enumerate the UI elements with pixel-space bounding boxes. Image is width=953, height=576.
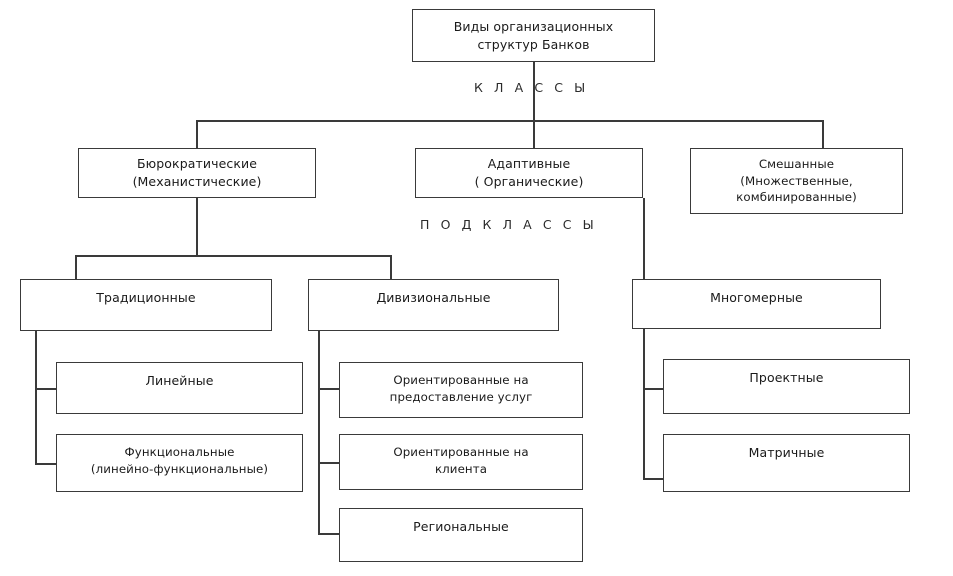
node-functional-label: Функциональные (линейно-функциональные) [90,445,269,476]
connector-level2-bus [196,120,822,122]
node-bureaucratic: Бюрократические (Механистические) [78,148,316,198]
node-regional: Региональные [339,508,583,562]
node-service-oriented: Ориентированные на предоставление услуг [339,362,583,418]
node-matrix-label: Матричные [748,445,825,460]
connector-multidim-spine [643,329,645,479]
connector-divisional-to-client [318,462,339,464]
node-client-oriented: Ориентированные на клиента [339,434,583,490]
node-divisional-label: Дивизиональные [376,290,491,305]
connector-root-stem [533,62,535,120]
connector-traditional-to-linear [35,388,56,390]
node-client-oriented-label: Ориентированные на клиента [393,445,529,476]
connector-level3-bus-left [75,255,391,257]
connector-traditional-to-functional [35,463,56,465]
node-traditional: Традиционные [20,279,272,331]
connector-divisional-to-services [318,388,339,390]
node-linear-label: Линейные [145,373,214,388]
node-bureaucratic-label: Бюрократические (Механистические) [132,156,262,189]
node-service-oriented-label: Ориентированные на предоставление услуг [389,373,533,404]
connector-multidim-to-matrix [643,478,664,480]
node-multidimensional: Многомерные [632,279,881,329]
caption-subclasses: П О Д К Л А С С Ы [420,217,598,232]
node-adaptive-label: Адаптивные ( Органические) [474,156,584,189]
node-mixed-label: Смешанные (Множественные, комбинированны… [736,156,857,205]
caption-classes: К Л А С С Ы [474,80,589,95]
connector-level2-drop-2 [533,120,535,148]
node-root: Виды организационных структур Банков [412,9,655,62]
node-divisional: Дивизиональные [308,279,559,331]
connector-traditional-spine [35,331,37,464]
node-linear: Линейные [56,362,303,414]
node-project: Проектные [663,359,910,414]
connector-level2-drop-3 [822,120,824,148]
connector-level3-drop-traditional [75,255,77,279]
node-mixed: Смешанные (Множественные, комбинированны… [690,148,903,214]
connector-bureaucratic-stem [196,198,198,255]
connector-level2-drop-1 [196,120,198,148]
connector-divisional-to-regional [318,533,339,535]
node-adaptive: Адаптивные ( Органические) [415,148,643,198]
node-traditional-label: Традиционные [96,290,196,305]
node-regional-label: Региональные [413,519,509,534]
node-project-label: Проектные [749,370,824,385]
node-matrix: Матричные [663,434,910,492]
node-multidimensional-label: Многомерные [710,290,803,305]
connector-divisional-spine [318,331,320,533]
connector-level3-drop-divisional [390,255,392,279]
connector-multidim-to-project [643,388,664,390]
node-functional: Функциональные (линейно-функциональные) [56,434,303,492]
node-root-label: Виды организационных структур Банков [453,18,614,52]
connector-adaptive-to-multidim [643,198,645,279]
